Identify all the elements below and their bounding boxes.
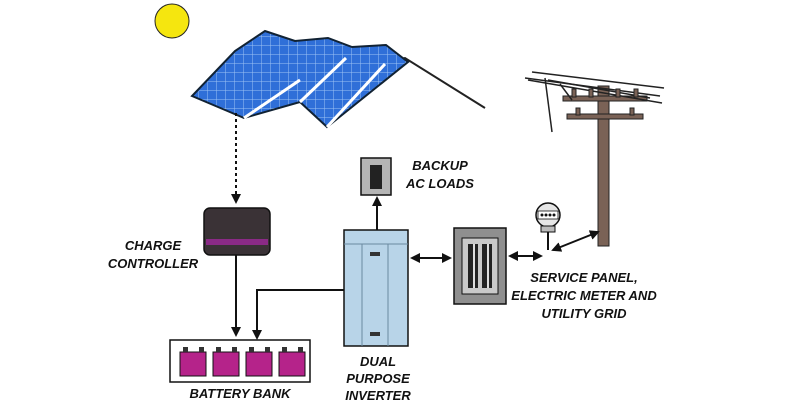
inverter-to-battery-link (252, 289, 344, 340)
meter-pole-link (551, 230, 600, 252)
backup-label-2: AC LOADS (405, 176, 474, 191)
battery-bank-icon (169, 339, 311, 383)
charge-controller-label-1: CHARGE (125, 238, 182, 253)
inverter-label-3: INVERTER (345, 388, 411, 403)
backup-label-1: BACKUP (412, 158, 468, 173)
solar-panel-icon (190, 29, 410, 129)
sun-icon (154, 3, 190, 39)
inverter-label-1: DUAL (360, 354, 396, 369)
battery-bank-label: BATTERY BANK (189, 386, 292, 401)
charge-controller-label-2: CONTROLLER (108, 256, 199, 271)
charge-controller-icon (203, 207, 271, 256)
utility-pole-icon (524, 71, 665, 247)
service-label-2: ELECTRIC METER AND (511, 288, 657, 303)
inverter-label-2: PURPOSE (346, 371, 410, 386)
backup-ac-loads-icon (360, 157, 392, 196)
electric-meter-icon (535, 202, 561, 250)
service-label-1: SERVICE PANEL, (530, 270, 637, 285)
service-label-3: UTILITY GRID (542, 306, 628, 321)
service-panel-icon (453, 227, 507, 305)
inverter-icon (343, 229, 409, 347)
